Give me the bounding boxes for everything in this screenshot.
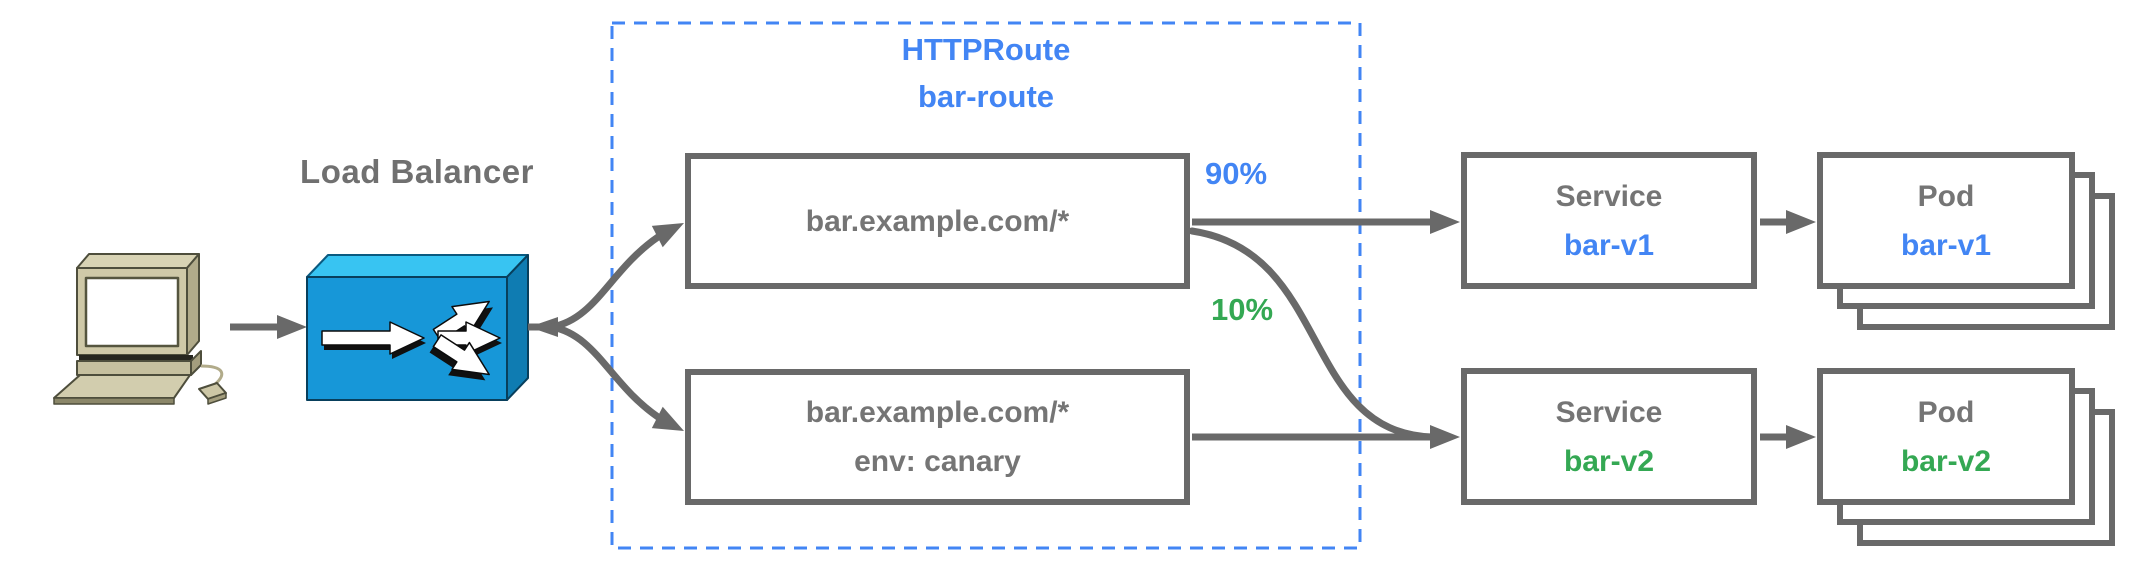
rule-2-host: bar.example.com/* xyxy=(805,396,1070,429)
pod-bar-v1-stack: Pod bar-v1 xyxy=(1817,152,2119,334)
service-bar-v1-box: Service bar-v1 xyxy=(1461,152,1757,289)
lb-fork-arrows xyxy=(528,223,684,431)
service-v1-kind: Service xyxy=(1555,179,1663,213)
route-rule-1-box: bar.example.com/* xyxy=(685,153,1190,289)
pod-bar-v2-box: Pod bar-v2 xyxy=(1817,368,2075,505)
httproute-name: bar-route xyxy=(917,79,1055,114)
pod-v2-name: bar-v2 xyxy=(1900,444,1992,478)
lb-to-rule2-curve xyxy=(548,323,662,421)
rule-1-host: bar.example.com/* xyxy=(805,204,1070,238)
pod-bar-v1-box: Pod bar-v1 xyxy=(1817,152,2075,289)
desktop-computer-icon xyxy=(53,253,227,405)
load-balancer-label: Load Balancer xyxy=(300,153,534,190)
rule-2-match: env: canary xyxy=(854,445,1021,478)
service-bar-v2-box: Service bar-v2 xyxy=(1461,368,1757,505)
lb-split-arrows xyxy=(321,300,502,381)
pod-v1-kind: Pod xyxy=(1917,179,1975,213)
client-to-lb-arrow xyxy=(230,315,307,339)
service-v1-to-pod-arrow xyxy=(1760,210,1816,234)
load-balancer-icon xyxy=(306,254,529,401)
lb-to-rule1-arrowhead xyxy=(651,223,684,248)
rule1-to-service-v1-arrow xyxy=(1192,210,1460,234)
lb-to-rule1-curve xyxy=(548,233,662,331)
lb-to-rule2-arrowhead xyxy=(651,406,684,431)
service-v2-to-pod-arrow xyxy=(1760,425,1816,449)
weight-10-label: 10% xyxy=(1211,292,1274,327)
computer-screen xyxy=(84,276,180,348)
keyboard xyxy=(53,374,191,399)
pod-v1-name: bar-v1 xyxy=(1900,228,1992,262)
route-rule-2-box: bar.example.com/* env: canary xyxy=(685,369,1190,505)
pod-v2-kind: Pod xyxy=(1917,395,1975,429)
service-v1-name: bar-v1 xyxy=(1563,228,1655,262)
rule2-to-service-v2-arrow xyxy=(1192,425,1460,449)
httproute-title: HTTPRoute bar-route xyxy=(612,26,1360,120)
fork-wedge xyxy=(529,317,558,337)
rule1-to-service-v2-curve xyxy=(1188,227,1436,441)
httproute-dashed-boundary xyxy=(610,21,1362,550)
weight-90-label: 90% xyxy=(1205,156,1268,191)
mouse-cable xyxy=(200,364,224,388)
service-v2-kind: Service xyxy=(1555,395,1663,429)
httproute-kind: HTTPRoute xyxy=(901,32,1071,67)
service-v2-name: bar-v2 xyxy=(1563,444,1655,478)
pod-bar-v2-stack: Pod bar-v2 xyxy=(1817,368,2119,550)
